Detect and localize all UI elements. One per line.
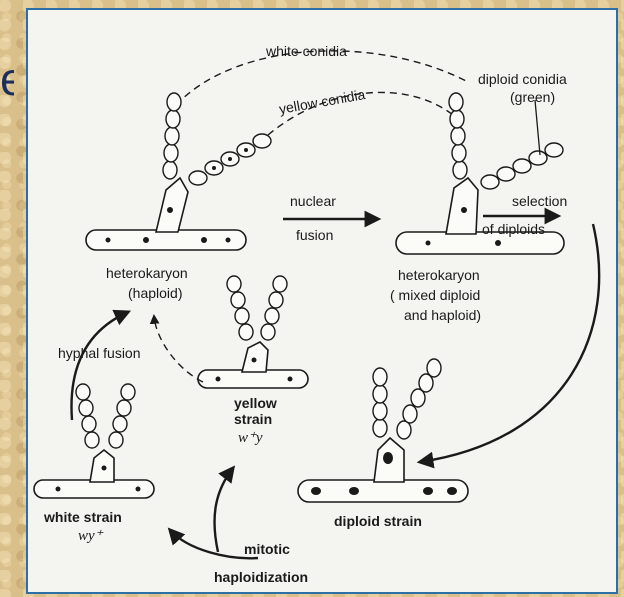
- mixed-conidia-chain: [449, 93, 467, 179]
- white-conidia-chain: [163, 93, 181, 179]
- label-nuclear-1: nuclear: [290, 193, 336, 209]
- life-cycle-diagram: white conidia yellow conidia diploid con…: [28, 10, 616, 592]
- label-diploid-conidia-2: (green): [510, 89, 555, 105]
- label-hetero-right-3: and haploid): [404, 307, 481, 323]
- label-yellow-strain-1: yellow: [234, 395, 277, 411]
- slide-title-fragment: e: [0, 52, 14, 106]
- label-selection-1: selection: [512, 193, 567, 209]
- label-hetero-left-1: heterokaryon: [106, 265, 188, 281]
- selection-to-diploid-arrow: [420, 224, 599, 462]
- heterokaryon-haploid-colony: [86, 93, 271, 250]
- label-hetero-right-1: heterokaryon: [398, 267, 480, 283]
- label-white-conidia: white conidia: [265, 43, 347, 59]
- diploid-strain-colony: [298, 359, 468, 502]
- label-hetero-left-2: (haploid): [128, 285, 182, 301]
- label-nuclear-2: fusion: [296, 227, 333, 243]
- label-yellow-strain-2: strain: [234, 411, 272, 427]
- mitotic-to-yellow-arrow: [214, 468, 233, 552]
- label-selection-2: of diploids: [482, 221, 545, 237]
- hyphal-fusion-right-arrow: [154, 316, 203, 382]
- white-strain-colony: [34, 384, 154, 498]
- label-hetero-right-2: ( mixed diploid: [390, 287, 480, 303]
- yellow-strain-colony: [198, 276, 308, 388]
- yellow-conidia-chain: [189, 134, 271, 185]
- label-yellow-strain-genotype: w⁺y: [238, 430, 263, 446]
- label-white-strain: white strain: [43, 509, 122, 525]
- label-hyphal-fusion: hyphal fusion: [58, 345, 141, 361]
- label-diploid-strain: diploid strain: [334, 513, 422, 529]
- figure-panel: white conidia yellow conidia diploid con…: [26, 8, 618, 594]
- label-mitotic: mitotic: [244, 541, 290, 557]
- label-white-strain-genotype: wy⁺: [78, 528, 104, 544]
- diploid-conidia-chain: [481, 143, 563, 189]
- label-haploidization: haploidization: [214, 569, 308, 585]
- label-yellow-conidia: yellow conidia: [278, 86, 367, 117]
- label-diploid-conidia-1: diploid conidia: [478, 71, 567, 87]
